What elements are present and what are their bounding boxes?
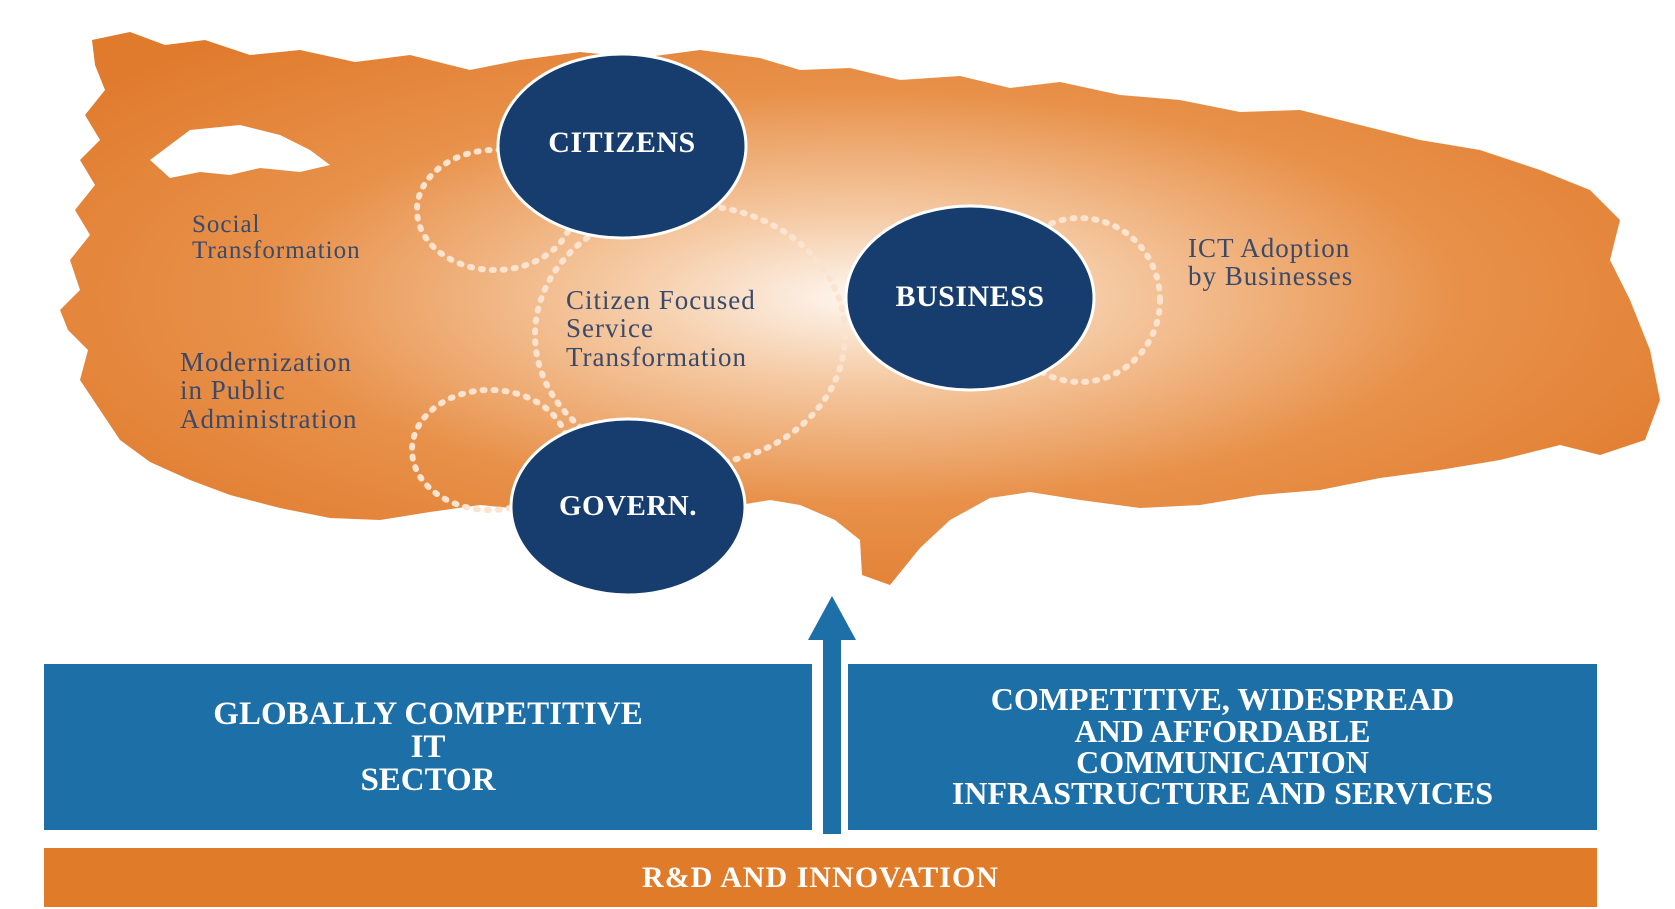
region-line: Transformation — [192, 237, 361, 265]
infrastructure-pillar: COMPETITIVE, WIDESPREAD AND AFFORDABLE C… — [848, 664, 1597, 830]
region-line: Social — [192, 211, 261, 238]
citizens-circle — [496, 52, 748, 240]
hub-circles — [496, 52, 1096, 597]
pillar-line: INFRASTRUCTURE AND SERVICES — [951, 775, 1494, 812]
business-label: BUSINESS — [895, 280, 1045, 313]
region-line: Citizen Focused — [566, 285, 756, 315]
citizen-focused-label: Citizen Focused Service Transformation — [566, 286, 756, 371]
pillar-line: IT — [410, 728, 446, 765]
modernization-label: Modernization in Public Administration — [180, 348, 358, 433]
pillar-line: COMPETITIVE, WIDESPREAD — [990, 681, 1455, 718]
pillar-line: AND AFFORDABLE — [1074, 712, 1371, 749]
business-circle — [844, 204, 1096, 392]
region-line: Service — [566, 313, 654, 344]
social-transformation-label: Social Transformation — [192, 211, 361, 265]
up-arrow-icon — [808, 596, 856, 834]
region-line: Modernization — [180, 347, 352, 377]
region-line: Administration — [180, 403, 358, 434]
region-line: Transformation — [566, 341, 747, 372]
rnd-innovation-bar: R&D AND INNOVATION — [44, 848, 1597, 907]
citizens-label: CITIZENS — [548, 126, 696, 159]
region-line: in Public — [180, 375, 286, 406]
region-line: ICT Adoption — [1188, 233, 1351, 263]
govern-label: GOVERN. — [558, 490, 698, 522]
govern-circle — [509, 417, 747, 597]
pillar-line: GLOBALLY COMPETITIVE — [213, 695, 643, 732]
pillar-line: SECTOR — [360, 761, 496, 798]
ict-adoption-label: ICT Adoption by Businesses — [1188, 234, 1353, 291]
foundation-label: R&D AND INNOVATION — [642, 860, 999, 894]
sea-shape — [150, 125, 330, 178]
pillar-line: COMMUNICATION — [1076, 744, 1369, 780]
region-line: by Businesses — [1188, 261, 1354, 292]
it-sector-pillar: GLOBALLY COMPETITIVE IT SECTOR — [44, 664, 812, 830]
